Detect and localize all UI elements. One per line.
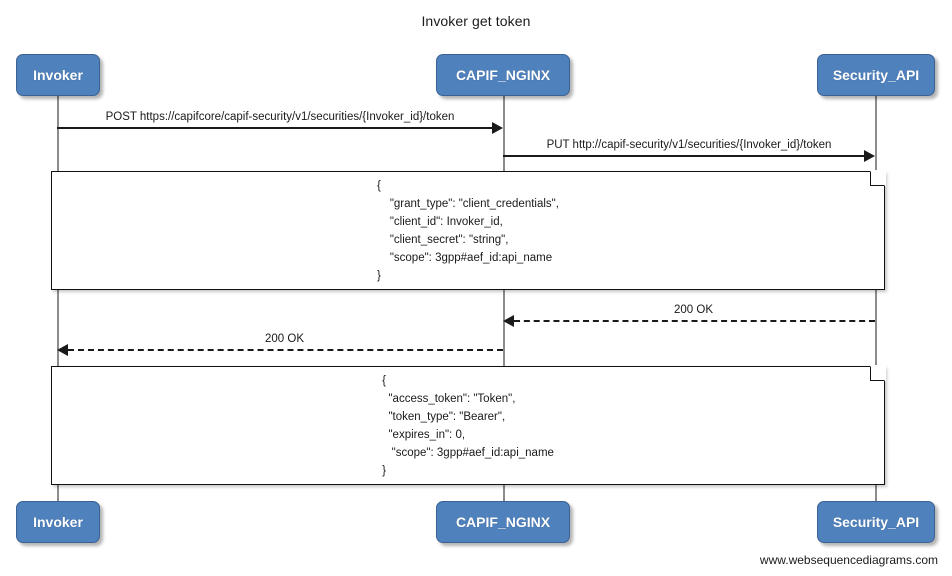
participant-label: Security_API xyxy=(832,514,920,530)
footer-attribution: www.websequencediagrams.com xyxy=(759,553,938,567)
participant-label: Security_API xyxy=(832,67,920,83)
note-response-body: { "access_token": "Token", "token_type":… xyxy=(51,365,886,485)
message-line-post-token xyxy=(57,127,494,129)
lifeline-capif-nginx xyxy=(503,96,505,504)
participant-security-api-bottom[interactable]: Security_API xyxy=(817,501,935,543)
arrow-head-post-token xyxy=(492,122,503,134)
message-line-put-token xyxy=(503,155,866,157)
participant-label: Invoker xyxy=(33,514,83,530)
note-request-body: { "grant_type": "client_credentials", "c… xyxy=(51,170,886,290)
page-title: Invoker get token xyxy=(421,13,531,29)
participant-security-api-top[interactable]: Security_API xyxy=(817,54,935,96)
participant-capif-nginx-bottom[interactable]: CAPIF_NGINX xyxy=(436,501,570,543)
note-text: { "access_token": "Token", "token_type":… xyxy=(382,374,554,477)
arrow-head-200-ok-security xyxy=(503,315,514,327)
participant-invoker-bottom[interactable]: Invoker xyxy=(16,501,100,543)
participant-capif-nginx-top[interactable]: CAPIF_NGINX xyxy=(436,54,570,96)
message-label-post-token: POST https://capifcore/capif-security/v1… xyxy=(105,111,455,123)
lifeline-invoker xyxy=(57,96,59,504)
note-text: { "grant_type": "client_credentials", "c… xyxy=(377,179,559,282)
message-line-200-ok-security xyxy=(514,320,875,322)
participant-label: Invoker xyxy=(33,67,83,83)
message-line-200-ok-invoker xyxy=(68,349,503,351)
participant-label: CAPIF_NGINX xyxy=(455,67,551,83)
arrow-head-put-token xyxy=(864,150,875,162)
message-label-200-ok-invoker: 200 OK xyxy=(265,333,304,345)
arrow-head-200-ok-invoker xyxy=(57,344,68,356)
participant-invoker-top[interactable]: Invoker xyxy=(16,54,100,96)
lifeline-security-api xyxy=(875,96,877,504)
participant-label: CAPIF_NGINX xyxy=(455,514,551,530)
message-label-200-ok-security: 200 OK xyxy=(674,304,713,316)
message-label-put-token: PUT http://capif-security/v1/securities/… xyxy=(546,139,832,151)
